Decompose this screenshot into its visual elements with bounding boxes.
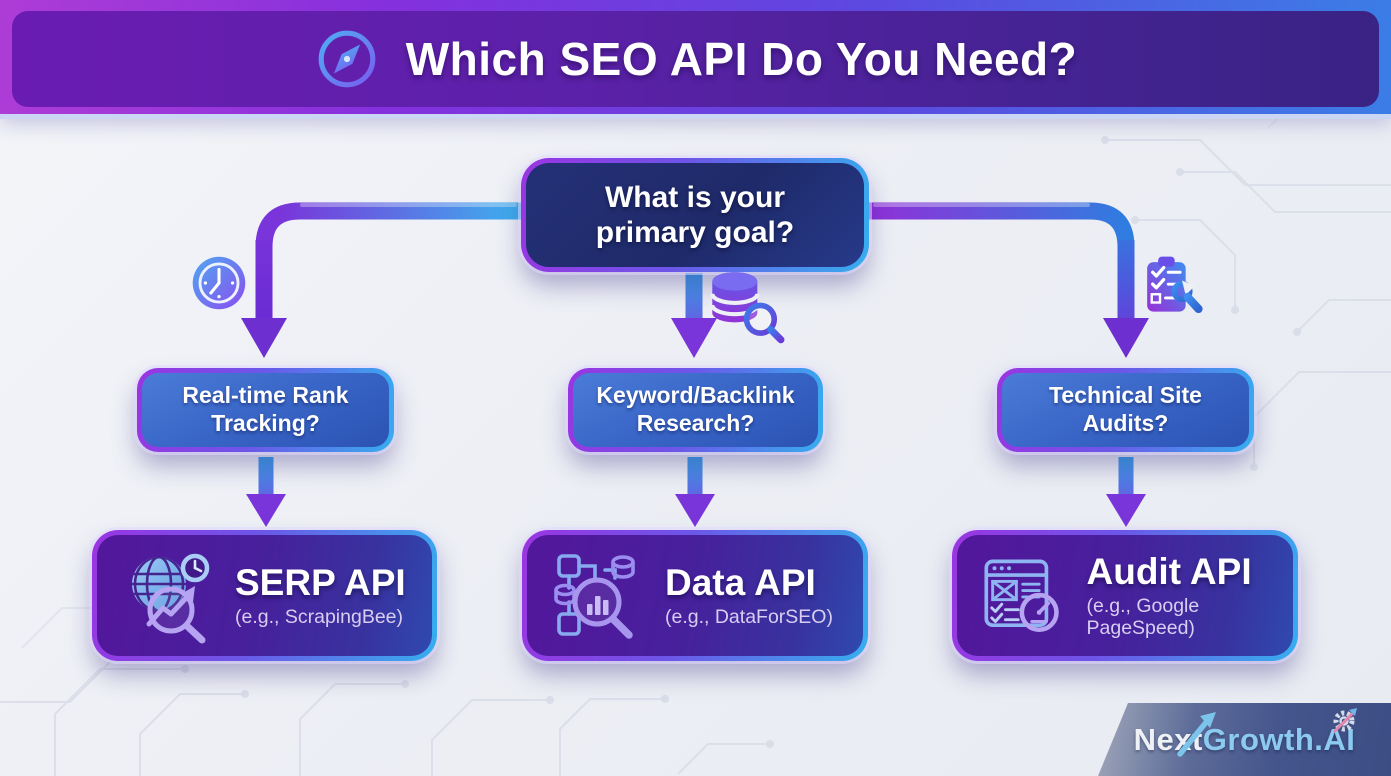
- api-example: (e.g., ScrapingBee): [235, 606, 404, 629]
- question-box-keyword-backlink: Keyword/Backlink Research?: [568, 368, 823, 452]
- site-audit-gauge-icon: [984, 559, 1059, 632]
- gear-arrow-icon: [1333, 707, 1358, 732]
- clipboard-wrench-icon: [1147, 256, 1203, 314]
- arrow-rank-to-serp: [246, 457, 286, 527]
- api-title: Data API: [665, 561, 816, 603]
- speed-gauge-glyph: [1019, 592, 1059, 632]
- question-text: Technical Site Audits?: [1049, 382, 1202, 436]
- root-question-text: What is your primary goal?: [595, 180, 795, 249]
- question-text: Real-time Rank Tracking?: [182, 382, 349, 436]
- api-title: Audit API: [1086, 550, 1252, 592]
- growth-arrow-icon: [1176, 711, 1216, 757]
- data-network-search-icon: [554, 553, 635, 639]
- clock-icon: [192, 256, 246, 310]
- arrow-audit-to-auditapi: [1106, 457, 1146, 527]
- header-panel: Which SEO API Do You Need?: [12, 11, 1379, 107]
- question-box-rank-tracking: Real-time Rank Tracking?: [137, 368, 394, 452]
- api-box-data: Data API (e.g., DataForSEO): [522, 530, 868, 661]
- api-title: SERP API: [235, 561, 406, 603]
- arrow-research-to-data: [675, 457, 715, 527]
- root-question-box: What is your primary goal?: [521, 158, 869, 272]
- api-box-serp: SERP API (e.g., ScrapingBee): [92, 530, 437, 661]
- header-banner: Which SEO API Do You Need?: [0, 0, 1391, 114]
- question-box-technical-audits: Technical Site Audits?: [997, 368, 1254, 452]
- globe-rank-search-icon: [132, 553, 210, 643]
- page-title: Which SEO API Do You Need?: [405, 33, 1078, 85]
- brand-logo: NextGrowth.AI: [1098, 703, 1391, 776]
- api-box-audit: Audit API (e.g., Google PageSpeed): [952, 530, 1298, 661]
- api-example: (e.g., Google PageSpeed): [1086, 595, 1200, 640]
- connector-right-arrow: [869, 202, 1149, 358]
- brand-text-right: Growth.AI: [1202, 721, 1356, 757]
- wrench-glyph: [1171, 280, 1203, 314]
- api-example: (e.g., DataForSEO): [665, 606, 833, 629]
- compass-icon: [315, 28, 378, 90]
- question-text: Keyword/Backlink Research?: [596, 382, 795, 436]
- connector-left-arrow: [241, 202, 521, 358]
- connector-middle-arrow: [671, 273, 717, 358]
- database-search-icon: [710, 272, 785, 344]
- brand-text: NextGrowth.AI: [1134, 707, 1358, 758]
